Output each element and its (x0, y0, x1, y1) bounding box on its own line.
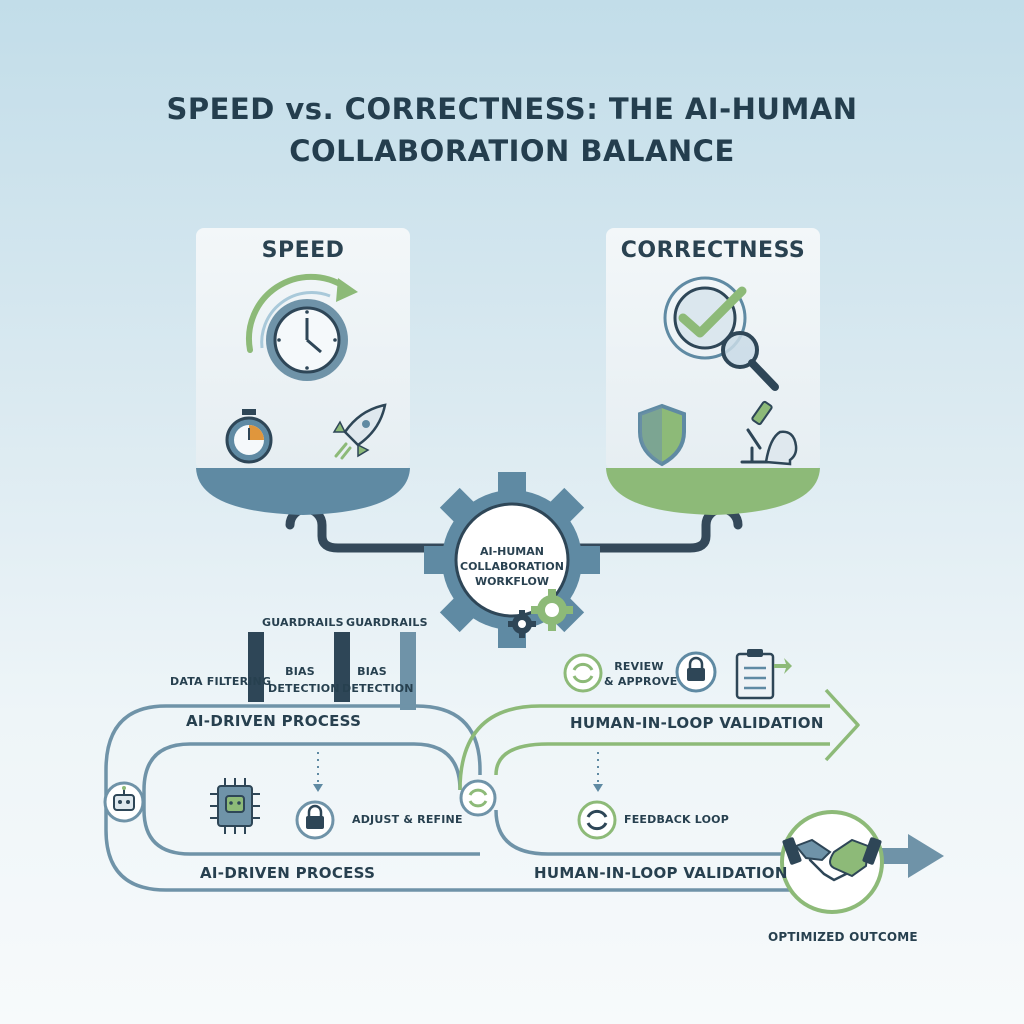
page-title: SPEED vs. CORRECTNESS: THE AI-HUMAN COLL… (166, 92, 858, 168)
feedback-loop-label: FEEDBACK LOOP (624, 813, 729, 826)
human-validation-label-bottom: HUMAN-IN-LOOP VALIDATION (534, 864, 788, 882)
feedback-loop-icon (577, 800, 617, 840)
checkmark-magnifier-icon (663, 276, 779, 391)
microscope-scientist-icon (740, 400, 798, 466)
gear-label: AI-HUMAN COLLABORATION WORKFLOW (460, 545, 564, 588)
robot-icon (103, 781, 145, 823)
adjust-refine-label: ADJUST & REFINE (352, 813, 463, 826)
data-filtering-label: DATA FILTERING (170, 675, 272, 688)
ai-chip-icon (210, 778, 260, 834)
clock-cycle-icon (246, 273, 358, 381)
clipboard-checklist-icon (735, 649, 792, 700)
correctness-panel (606, 228, 820, 515)
bias-detection-label-1: BIAS DETECTION (268, 665, 340, 695)
review-cycle-icon (563, 653, 603, 693)
sync-icon (459, 779, 497, 817)
correctness-panel-title: CORRECTNESS (620, 238, 806, 263)
approve-lock-icon (675, 651, 717, 693)
guardrail-pillars (248, 632, 416, 710)
guardrails-label-2: GUARDRAILS (346, 616, 428, 629)
rocket-icon (332, 403, 387, 460)
ai-process-label-bottom: AI-DRIVEN PROCESS (200, 864, 376, 882)
shield-icon (638, 403, 686, 467)
human-validation-label-top: HUMAN-IN-LOOP VALIDATION (570, 714, 824, 732)
handshake-icon (780, 810, 884, 914)
bias-detection-label-2: BIAS DETECTION (342, 665, 414, 695)
ai-loop (104, 704, 482, 892)
optimized-outcome-label: OPTIMIZED OUTCOME (768, 930, 918, 944)
guardrails-label-1: GUARDRAILS (262, 616, 344, 629)
small-gears-icon (508, 589, 573, 638)
speed-panel-title: SPEED (261, 238, 345, 263)
stopwatch-icon (225, 409, 273, 464)
lock-icon (295, 800, 335, 840)
human-loop (458, 704, 880, 892)
ai-process-label-top: AI-DRIVEN PROCESS (186, 712, 362, 730)
human-validation-arrow (824, 688, 860, 762)
dotted-connectors (317, 752, 599, 784)
review-approve-label: REVIEW & APPROVE (604, 660, 678, 688)
